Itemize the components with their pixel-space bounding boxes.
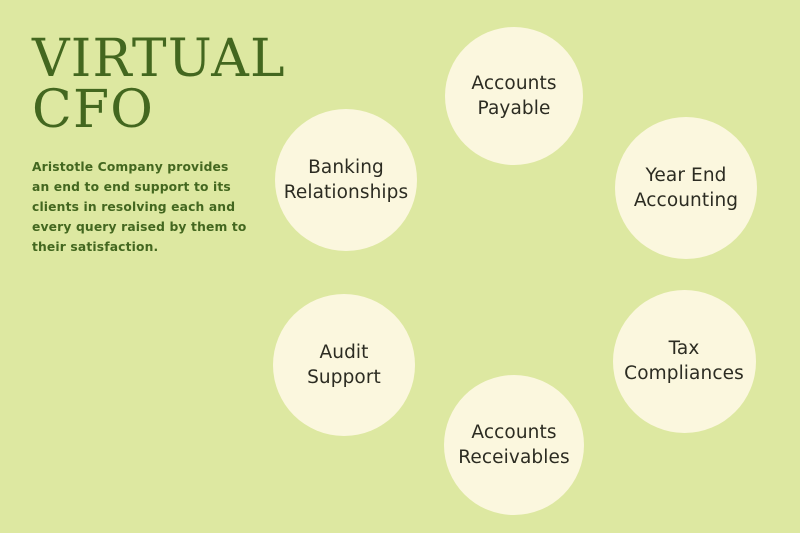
service-label: Banking Relationships <box>283 156 409 203</box>
service-label: Year End Accounting <box>633 164 739 211</box>
service-circle-audit-support[interactable]: Audit Support <box>273 294 415 436</box>
service-circle-accounts-payable[interactable]: Accounts Payable <box>445 27 583 165</box>
service-label: Accounts Payable <box>471 72 557 119</box>
service-label: Tax Compliances <box>624 337 744 384</box>
service-label: Audit Support <box>307 341 381 388</box>
service-circle-accounts-receivables[interactable]: Accounts Receivables <box>444 375 584 515</box>
company-description: Aristotle Company provides an end to end… <box>32 159 247 254</box>
service-circle-year-end-accounting[interactable]: Year End Accounting <box>615 117 757 259</box>
service-label: Accounts Receivables <box>458 421 570 468</box>
service-circle-tax-compliances[interactable]: Tax Compliances <box>612 289 756 433</box>
intro-text-block: VIRTUAL CFO Aristotle Company provides a… <box>32 29 286 257</box>
page-title: VIRTUAL CFO <box>32 29 286 140</box>
service-circle-banking-relationships[interactable]: Banking Relationships <box>275 109 417 251</box>
